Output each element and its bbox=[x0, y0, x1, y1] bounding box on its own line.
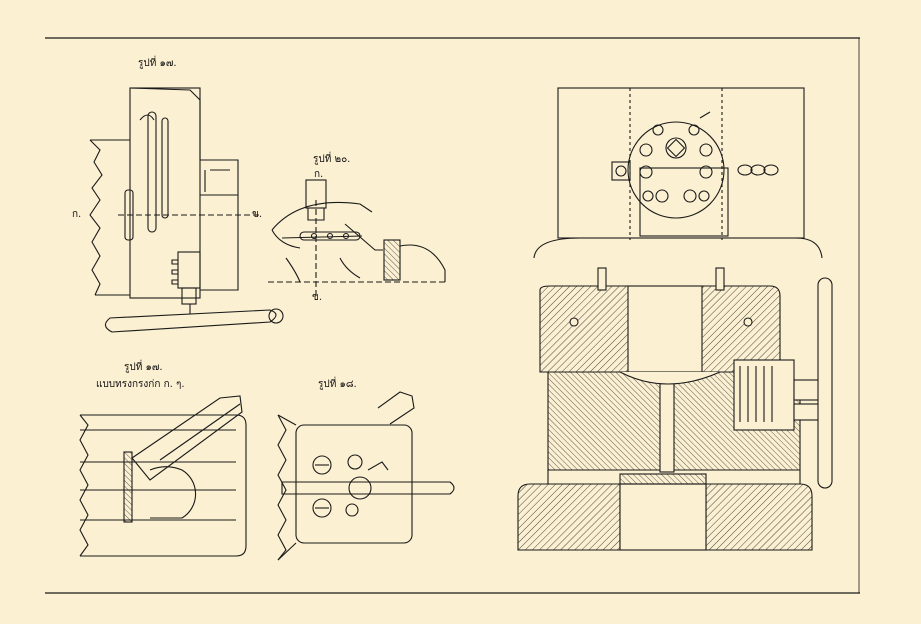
figure-d-title: รูปที่ ๑๘. bbox=[318, 379, 357, 390]
figure-b-mark-bottom: ข. bbox=[312, 292, 323, 303]
figure-a-mark-left: ก. bbox=[72, 209, 82, 220]
figure-a-mark-right: ข. bbox=[252, 209, 263, 220]
figure-f-sectional-view bbox=[517, 267, 833, 551]
figure-d-breech-face bbox=[277, 391, 455, 561]
figure-b-cross-section bbox=[268, 179, 446, 300]
figure-c-breech-plan bbox=[79, 395, 247, 557]
figure-b-mark-top: ก. bbox=[314, 169, 324, 180]
figure-e-front-elevation bbox=[533, 87, 823, 259]
figure-a-title: รูปที่ ๑๗. bbox=[138, 58, 177, 69]
figure-a-breech-side-view bbox=[89, 87, 284, 333]
figure-c-title: รูปที่ ๑๗. bbox=[124, 362, 163, 373]
figure-b-title: รูปที่ ๒๐. bbox=[313, 154, 351, 165]
figure-c-caption: แบบทรงกรงก่ก ก. ๆ. bbox=[96, 379, 185, 390]
